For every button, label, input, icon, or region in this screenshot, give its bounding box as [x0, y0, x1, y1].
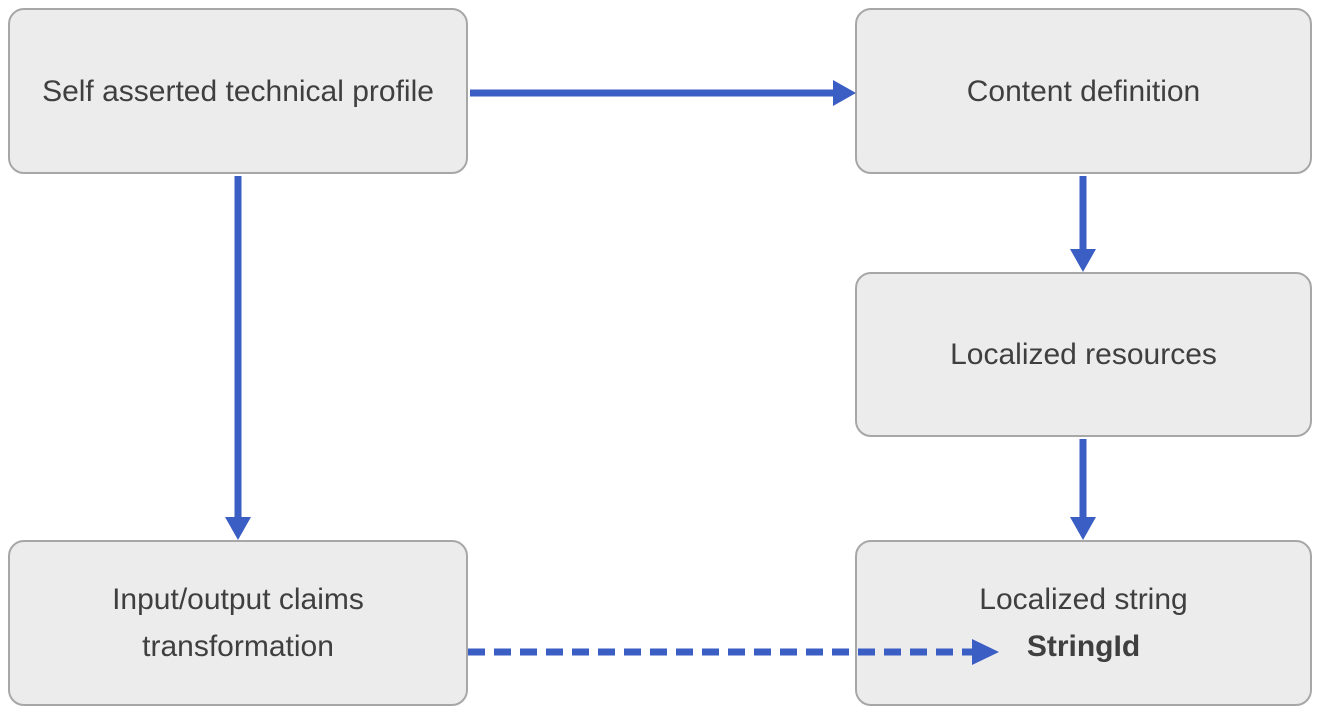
arrow-self-asserted-to-content-definition [470, 80, 856, 106]
arrow-content-definition-to-localized-resources [1070, 176, 1096, 272]
node-label-content-definition: Content definition [966, 74, 1201, 108]
node-label-self-asserted-technical-profile: Self asserted technical profile [42, 74, 434, 108]
node-self-asserted-technical-profile: Self asserted technical profile [8, 8, 468, 174]
node-input-output-claims-transformation: Input/output claims transformation [8, 540, 468, 706]
node-localized-resources: Localized resources [855, 272, 1312, 437]
node-label-stringid: StringId [1026, 630, 1141, 663]
node-label-localized-resources: Localized resources [950, 338, 1217, 371]
node-label-input-output-claims-transformation: Input/output claims transformation [112, 583, 364, 663]
arrow-localized-resources-to-localized-string [1070, 439, 1096, 540]
node-label-localized-string: Localized string [979, 583, 1188, 616]
arrow-self-asserted-to-claims-transformation [225, 176, 251, 540]
node-content-definition: Content definition [855, 8, 1312, 174]
node-localized-string: Localized string StringId [855, 540, 1312, 706]
